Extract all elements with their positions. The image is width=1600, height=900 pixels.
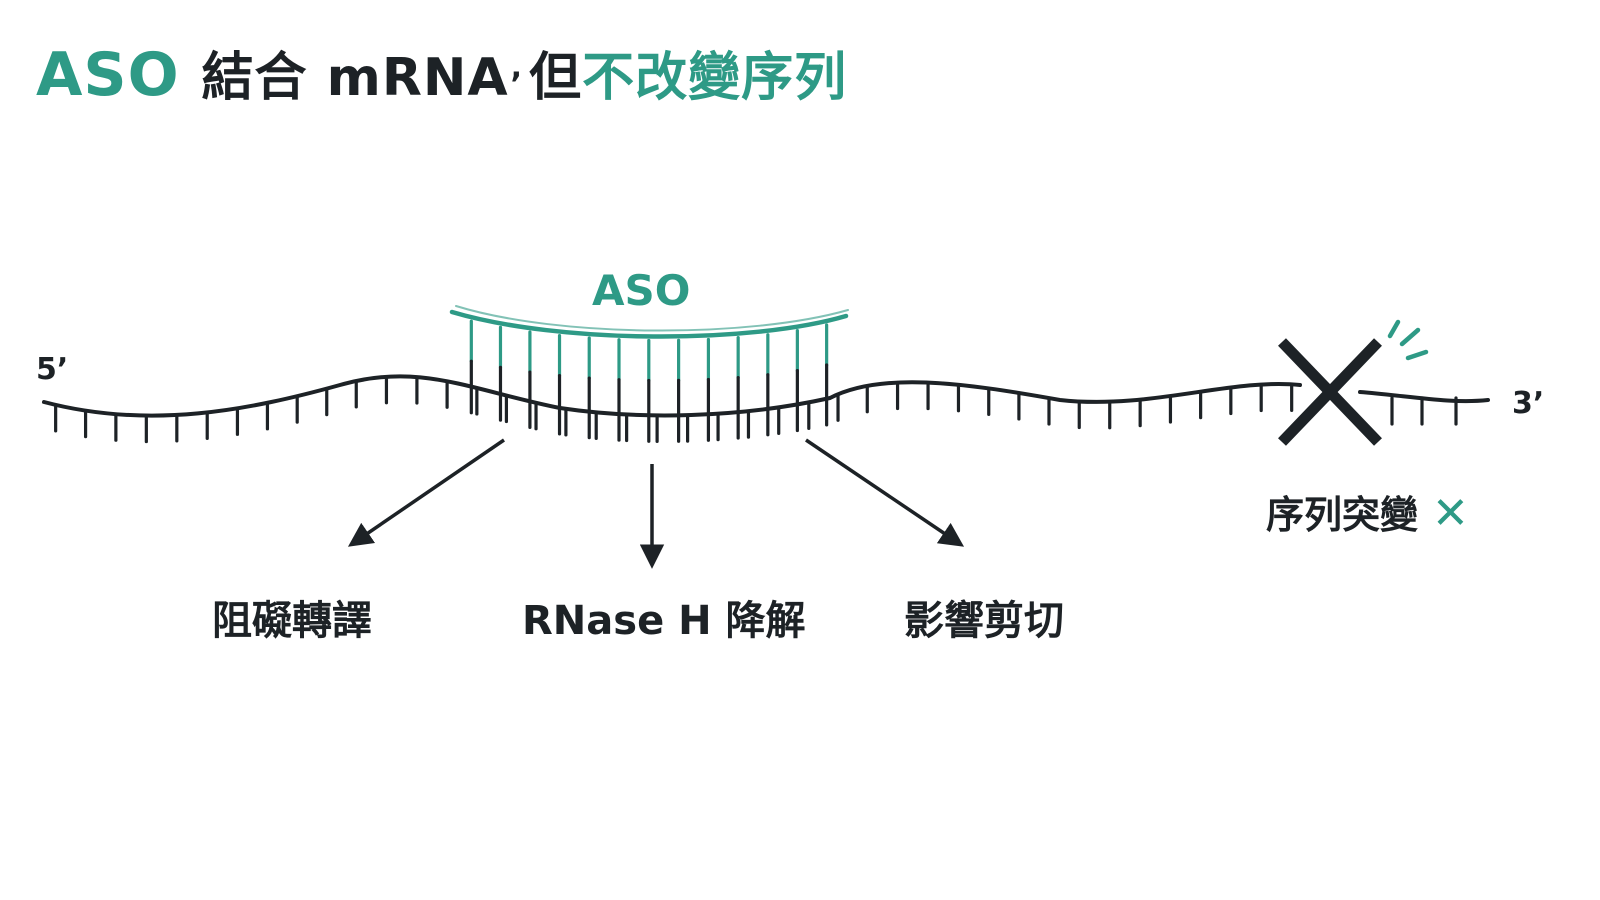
five-prime-label: 5’ [36, 352, 69, 387]
x-cross-icon [1278, 338, 1382, 446]
arrow-splicing [805, 438, 965, 547]
title-binds-mrna: 結合 mRNA [201, 48, 509, 108]
mutation-mark-icon: ✕ [1432, 488, 1469, 539]
aso-bases [469, 319, 829, 443]
spark-lines-icon [1387, 319, 1429, 361]
mutation-label: 序列突變 [1266, 493, 1419, 537]
title-no-change: 不改變序列 [582, 48, 848, 108]
aso-label: ASO [592, 266, 691, 315]
title-but: 但 [529, 48, 583, 108]
mrna-bases [54, 375, 1458, 444]
mutation-label-group: 序列突變 ✕ [1266, 484, 1469, 539]
title-comma: , [510, 50, 524, 85]
title-aso: ASO [36, 40, 180, 110]
page-title: ASO 結合 mRNA,但不改變序列 [36, 28, 847, 118]
arrow-translation [347, 438, 505, 547]
aso-backbone-inner [455, 305, 849, 332]
effect-block-translation: 阻礙轉譯 [212, 598, 372, 644]
mrna-strand [42, 374, 1302, 418]
effect-splicing: 影響剪切 [904, 598, 1064, 644]
three-prime-label: 3’ [1512, 386, 1545, 421]
effect-rnase-h-degradation: RNase H 降解 [522, 598, 806, 644]
mrna-strand-tail [1358, 390, 1490, 404]
aso-backbone [449, 309, 849, 339]
